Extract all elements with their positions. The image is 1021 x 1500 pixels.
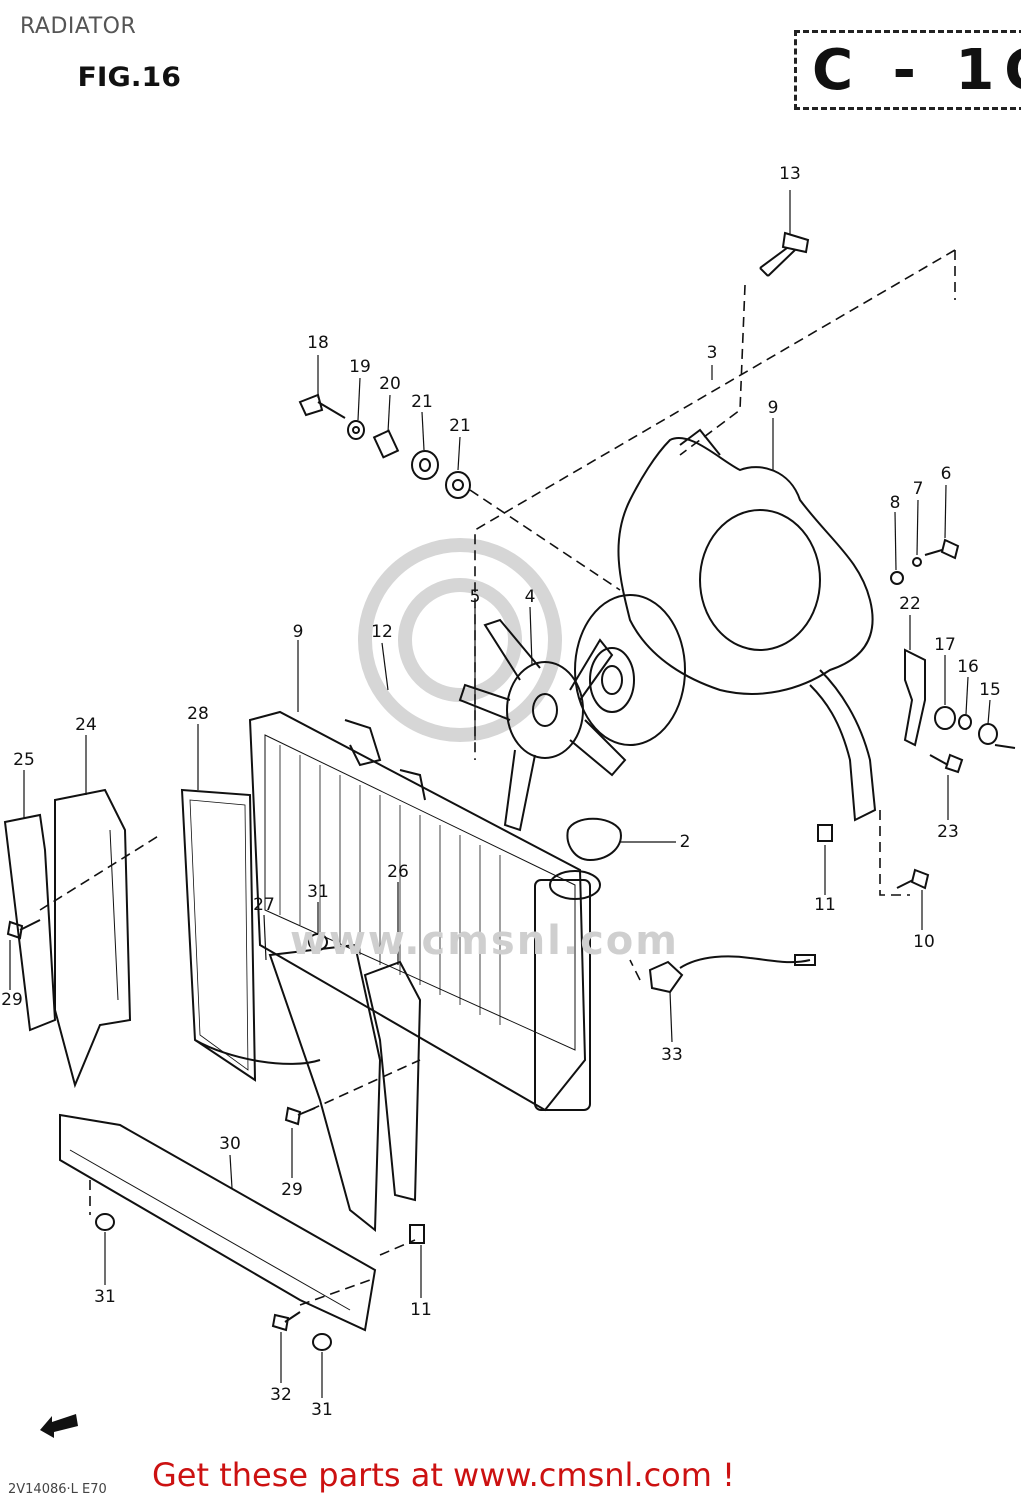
drawing-code: 2V14086·L E70 — [8, 1482, 107, 1497]
callout-17: 17 — [934, 635, 956, 655]
callout-12: 12 — [371, 622, 393, 642]
watermark-logo — [358, 538, 562, 742]
callout-30: 30 — [219, 1134, 241, 1154]
bolt-13 — [759, 231, 810, 277]
callout-31: 31 — [311, 1400, 333, 1420]
nuts-31 — [95, 933, 332, 1351]
callout-6: 6 — [940, 464, 952, 484]
callout-23: 23 — [937, 822, 959, 842]
thermo-switch-33 — [648, 954, 816, 994]
fan-motor — [574, 594, 686, 746]
cmsnl-parts-link[interactable]: Get these parts at www.cmsnl.com ! — [152, 1456, 735, 1494]
callout-31: 31 — [94, 1287, 116, 1307]
callout-21: 21 — [411, 392, 433, 412]
callout-19: 19 — [349, 357, 371, 377]
radiator-screen-28 — [180, 788, 321, 1082]
callout-10: 10 — [913, 932, 935, 952]
callout-18: 18 — [307, 333, 329, 353]
inner-guard-27 — [268, 943, 382, 1233]
callout-29: 29 — [281, 1180, 303, 1200]
callout-8: 8 — [889, 493, 901, 513]
callout-11: 11 — [814, 895, 836, 915]
callout-7: 7 — [912, 479, 924, 499]
callout-9: 9 — [767, 398, 779, 418]
callout-32: 32 — [270, 1385, 292, 1405]
callout-22: 22 — [899, 594, 921, 614]
callout-5: 5 — [469, 587, 481, 607]
callout-31: 31 — [307, 882, 329, 902]
inner-guard-26 — [363, 960, 422, 1202]
callout-29: 29 — [1, 990, 23, 1010]
figure-label: FIG.16 — [77, 62, 181, 93]
screws — [6, 919, 316, 1332]
callout-11: 11 — [410, 1300, 432, 1320]
callout-26: 26 — [387, 862, 409, 882]
lower-cover-30 — [59, 1113, 377, 1332]
section-code: C - 1C — [812, 38, 1021, 103]
callout-27: 27 — [253, 895, 275, 915]
fan-shroud-9 — [617, 428, 877, 822]
callout-16: 16 — [957, 657, 979, 677]
small-hardware — [409, 538, 1016, 1244]
mount-hardware — [298, 393, 471, 499]
callout-24: 24 — [75, 715, 97, 735]
forward-arrow-icon — [40, 1414, 78, 1438]
callout-20: 20 — [379, 374, 401, 394]
callout-leaders — [9, 190, 991, 1398]
fan-blade-4 — [458, 618, 627, 832]
page-title: RADIATOR — [20, 14, 137, 39]
radiator-core-1 — [248, 710, 601, 1112]
callout-33: 33 — [661, 1045, 683, 1065]
callout-4: 4 — [524, 587, 536, 607]
watermark-text: www.cmsnl.com — [290, 918, 679, 964]
callout-2: 2 — [679, 832, 691, 852]
side-cover-24 — [54, 788, 132, 1089]
section-box — [794, 30, 1021, 110]
callout-25: 25 — [13, 750, 35, 770]
callout-3: 3 — [706, 343, 718, 363]
side-cover-25 — [3, 813, 57, 1032]
bracket-22 — [903, 648, 926, 747]
callout-28: 28 — [187, 704, 209, 724]
assembly-leader-lines — [39, 249, 956, 1306]
radiator-cap-2 — [566, 817, 622, 862]
callout-1: 9 — [292, 622, 304, 642]
callout-15: 15 — [979, 680, 1001, 700]
callout-21: 21 — [449, 416, 471, 436]
callout-13: 13 — [779, 164, 801, 184]
